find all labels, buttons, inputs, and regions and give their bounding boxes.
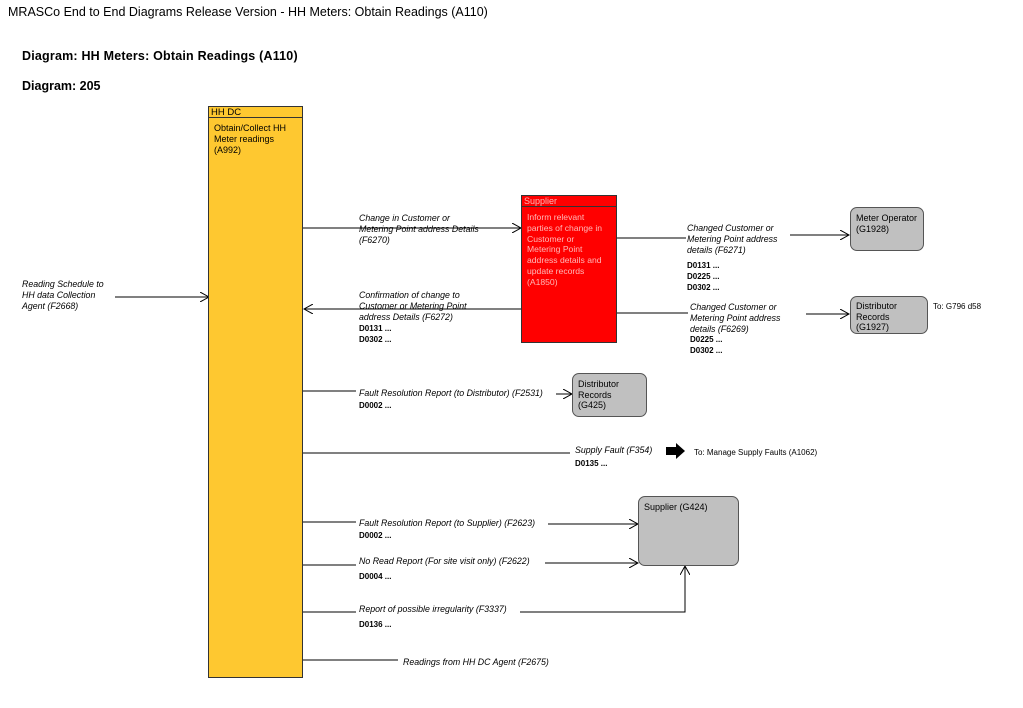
entity-label: Distributor xyxy=(856,301,898,311)
flow-code-f2622: D0004 ... xyxy=(359,572,392,581)
entity-label: Meter Operator xyxy=(856,213,918,223)
supply-fault-arrow-icon xyxy=(666,443,685,459)
flow-code-f2531: D0002 ... xyxy=(359,401,392,410)
flow-label-reading-schedule: Reading Schedule to HH data Collection A… xyxy=(22,279,104,311)
distributor-records-g1927-entity[interactable]: Distributor Records (G1927) xyxy=(850,296,928,334)
diagram-title: Diagram: HH Meters: Obtain Readings (A11… xyxy=(22,49,298,63)
supplier-lane: Supplier Inform relevant parties of chan… xyxy=(521,195,617,343)
flow-label-f2675: Readings from HH DC Agent (F2675) xyxy=(403,657,549,667)
process-line: address details and xyxy=(527,255,602,266)
process-line: Metering Point xyxy=(527,244,583,255)
flow-label-f6269: Changed Customer or Metering Point addre… xyxy=(690,302,781,334)
entity-label: Distributor xyxy=(578,379,620,389)
flow-codes-f6269: D0225 ... D0302 ... xyxy=(690,335,723,355)
entity-label: Records (G425) xyxy=(578,389,612,411)
entity-label: (G1927) xyxy=(856,322,890,332)
entity-label: (G1928) xyxy=(856,223,890,234)
flow-line-f3337-b xyxy=(520,566,685,613)
note-to-supply-faults: To: Manage Supply Faults (A1062) xyxy=(694,448,818,457)
flow-label-f6272: Confirmation of change to Customer or Me… xyxy=(359,290,467,322)
flow-label-f354: Supply Fault (F354) xyxy=(575,445,653,455)
supplier-process[interactable]: Inform relevant parties of change in Cus… xyxy=(522,207,616,293)
hh-dc-lane: HH DC Obtain/Collect HH Meter readings (… xyxy=(208,106,303,678)
flow-label-f2531: Fault Resolution Report (to Distributor)… xyxy=(359,388,543,398)
flow-codes-f6271: D0131 ... D0225 ... D0302 ... xyxy=(687,261,720,292)
process-line: Meter readings xyxy=(214,134,275,144)
distributor-records-g425-entity[interactable]: Distributor Records (G425) xyxy=(572,373,647,417)
flow-label-f6270: Change in Customer or Metering Point add… xyxy=(359,213,479,245)
entity-label: Records xyxy=(856,311,890,322)
flow-label-f2623: Fault Resolution Report (to Supplier) (F… xyxy=(359,518,536,528)
flow-code-f2623: D0002 ... xyxy=(359,531,392,540)
flow-label-f2622: No Read Report (For site visit only) (F2… xyxy=(359,556,530,566)
diagram-number: Diagram: 205 xyxy=(22,79,101,93)
flow-code-f3337: D0136 ... xyxy=(359,620,392,629)
meter-operator-entity[interactable]: Meter Operator (G1928) xyxy=(850,207,924,251)
process-line: (A1850) xyxy=(527,276,558,287)
flow-label-f3337: Report of possible irregularity (F3337) xyxy=(359,604,507,614)
page-header: MRASCo End to End Diagrams Release Versi… xyxy=(8,5,488,19)
entity-label: Supplier (G424) xyxy=(644,502,708,512)
hh-dc-lane-header: HH DC xyxy=(209,107,302,118)
flow-label-f6271: Changed Customer or Metering Point addre… xyxy=(687,223,778,255)
process-line: Obtain/Collect HH xyxy=(214,123,287,133)
supplier-g424-entity[interactable]: Supplier (G424) xyxy=(638,496,739,566)
supplier-lane-header: Supplier xyxy=(522,196,616,207)
process-line: Customer or xyxy=(527,233,575,244)
process-line: update records xyxy=(527,265,585,276)
process-line: parties of change in xyxy=(527,222,603,233)
process-line: (A992) xyxy=(214,145,242,155)
note-to-g796: To: G796 d58 xyxy=(933,302,982,311)
flow-codes-f6272: D0131 ... D0302 ... xyxy=(359,324,392,344)
process-line: Inform relevant xyxy=(527,212,585,222)
hh-dc-process[interactable]: Obtain/Collect HH Meter readings (A992) xyxy=(209,118,302,161)
flow-code-f354: D0135 ... xyxy=(575,459,608,468)
